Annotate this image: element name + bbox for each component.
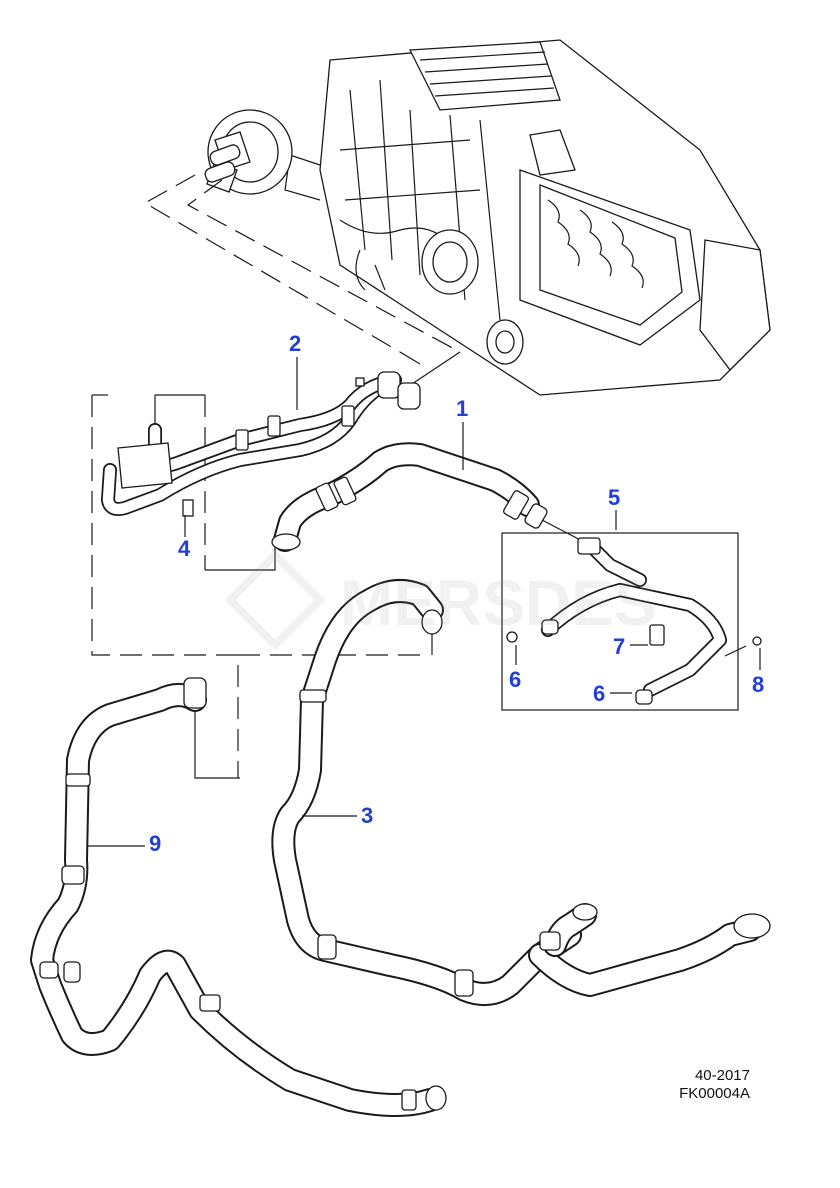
callout-8: 8 bbox=[752, 672, 765, 697]
hose-9 bbox=[30, 677, 447, 1117]
callout-6b: 6 bbox=[593, 681, 606, 706]
callout-3: 3 bbox=[361, 803, 374, 828]
hvac-unit bbox=[204, 39, 771, 396]
callout-2: 2 bbox=[289, 331, 302, 356]
callout-9: 9 bbox=[149, 831, 162, 856]
hose-1 bbox=[271, 442, 548, 552]
callout-5: 5 bbox=[608, 485, 621, 510]
pipe-assembly-box bbox=[501, 519, 762, 711]
watermark-text: MERSDES bbox=[340, 567, 657, 639]
callout-leaders bbox=[88, 357, 761, 847]
callout-1: 1 bbox=[456, 396, 469, 421]
callout-4: 4 bbox=[178, 536, 191, 561]
hose-2 bbox=[101, 371, 421, 517]
watermark: MERSDES bbox=[224, 549, 657, 651]
figure-code: FK00004A bbox=[679, 1085, 750, 1102]
hose-3 bbox=[271, 579, 771, 1006]
reference-block: 40-2017 FK00004A bbox=[650, 1067, 750, 1103]
callout-6a: 6 bbox=[509, 667, 522, 692]
date-code: 40-2017 bbox=[694, 1067, 750, 1084]
callout-7: 7 bbox=[613, 634, 626, 659]
